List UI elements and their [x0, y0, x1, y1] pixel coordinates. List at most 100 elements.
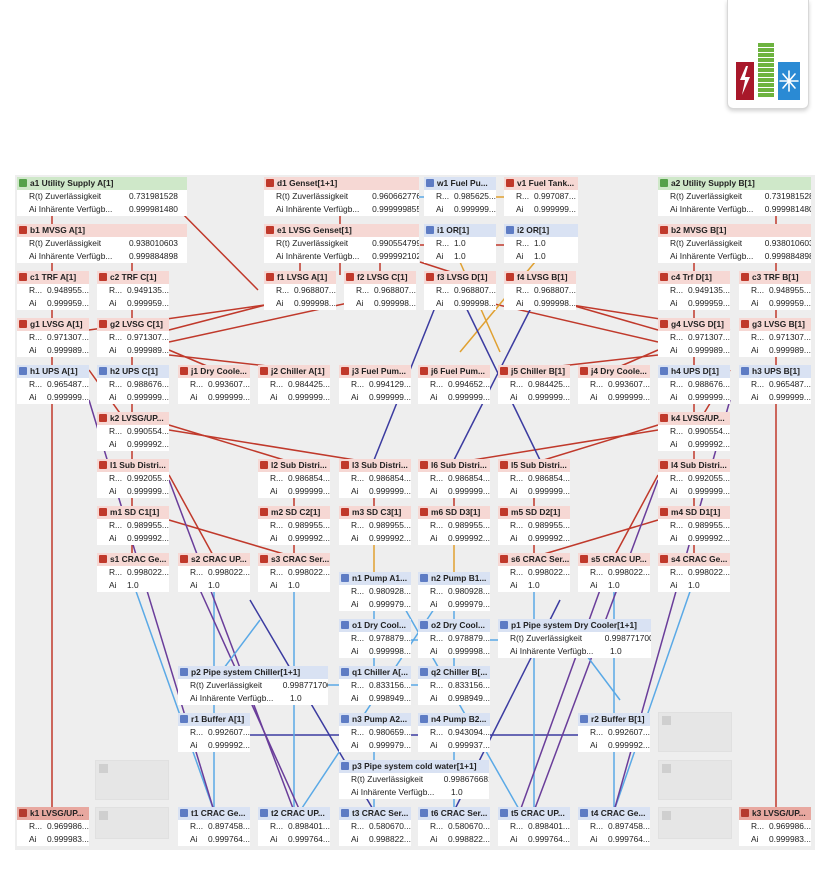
node-title-text: c3 TRF B[1] — [752, 272, 799, 282]
metric-label: R... — [670, 285, 684, 295]
empty-slot — [95, 807, 169, 839]
node-title-text: v1 Fuel Tank... — [517, 178, 575, 188]
component-icon — [426, 179, 434, 187]
node-title-text: f1 LVSG A[1] — [277, 272, 328, 282]
metric-label: Ai Inhärente Verfügb... — [190, 693, 274, 703]
node-p1[interactable]: p1 Pipe system Dry Cooler[1+1]R(t) Zuver… — [498, 619, 651, 658]
metric-value: 0.989955... — [528, 520, 570, 530]
metric-label: Ai — [590, 580, 598, 590]
node-p2[interactable]: p2 Pipe system Chiller[1+1]R(t) Zuverläs… — [178, 666, 328, 705]
metric-label: R... — [109, 285, 123, 295]
metric-value: 0.968807... — [534, 285, 576, 295]
node-p3[interactable]: p3 Pipe system cold water[1+1]R(t) Zuver… — [339, 760, 489, 799]
node-a1[interactable]: a1 Utility Supply A[1]R(t) Zuverlässigke… — [17, 177, 187, 216]
reliability-row: R...0.989955... — [498, 519, 570, 532]
reliability-diagram[interactable]: a1 Utility Supply A[1]R(t) Zuverlässigke… — [15, 175, 815, 850]
metric-label: Ai — [270, 392, 278, 402]
node-title: t6 CRAC Ser... — [418, 807, 490, 820]
node-a2[interactable]: a2 Utility Supply B[1]R(t) Zuverlässigke… — [658, 177, 811, 216]
metric-label: R... — [436, 238, 450, 248]
reliability-row: R...0.978879... — [418, 632, 490, 645]
component-icon — [660, 179, 668, 187]
node-title-text: j1 Dry Coole... — [191, 366, 247, 376]
node-title-text: c2 TRF C[1] — [110, 272, 157, 282]
metric-value: 0.999764... — [208, 834, 250, 844]
component-icon — [506, 226, 514, 234]
component-icon — [99, 555, 107, 563]
component-icon — [99, 461, 107, 469]
reliability-row: R...0.897458... — [178, 820, 250, 833]
